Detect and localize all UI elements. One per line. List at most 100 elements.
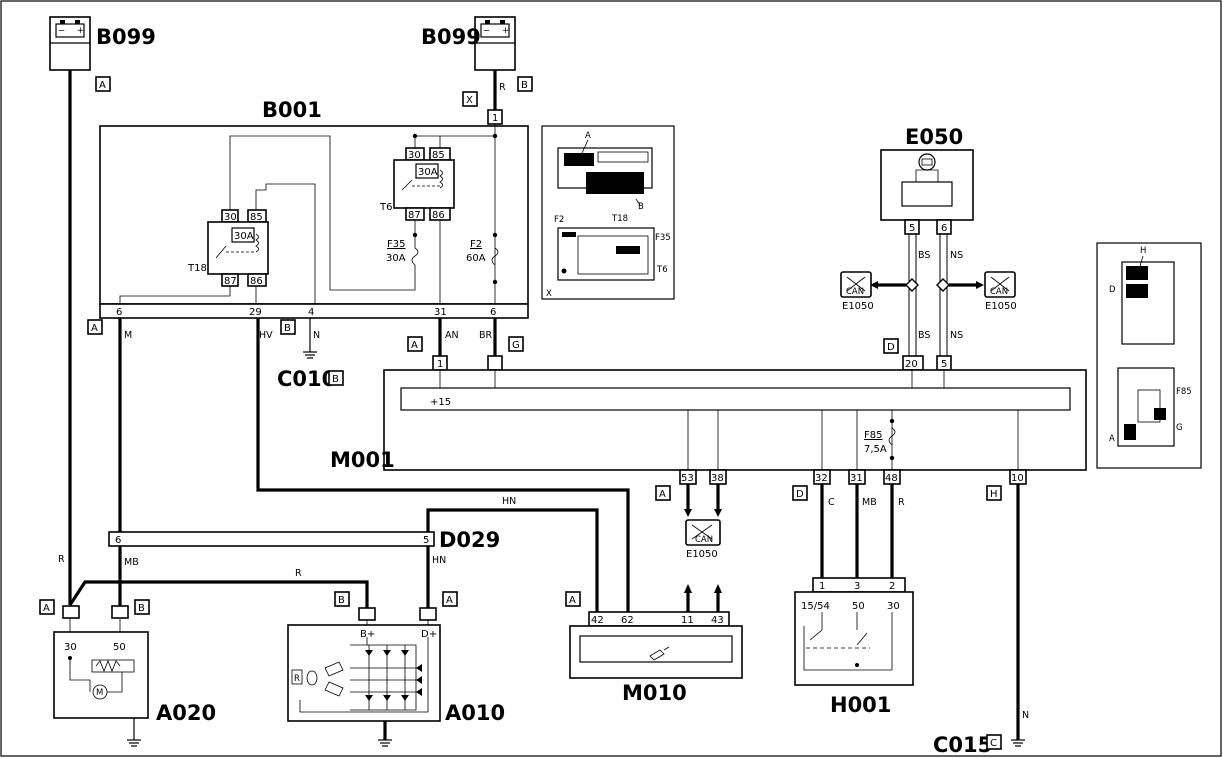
c015-label: C015	[933, 733, 992, 757]
svg-text:B: B	[638, 202, 644, 212]
svg-text:N: N	[1022, 710, 1029, 721]
svg-text:NS: NS	[950, 250, 963, 261]
fuse-box-b001: B001 1 30 85 30A 87 86 T6	[99, 98, 529, 305]
a020-label: A020	[156, 701, 216, 725]
instrument-e050: E050 5 6	[880, 125, 974, 235]
svg-text:5: 5	[423, 535, 429, 546]
svg-text:B: B	[338, 595, 345, 606]
svg-text:X: X	[546, 289, 552, 299]
svg-text:N: N	[313, 330, 320, 341]
svg-text:6: 6	[115, 535, 121, 546]
svg-text:A: A	[585, 131, 591, 141]
svg-text:30: 30	[408, 150, 421, 161]
svg-text:−: −	[58, 26, 65, 36]
svg-text:E1050: E1050	[842, 301, 874, 312]
engine-ecu-m010: 42 62 11 43 M010	[569, 611, 743, 705]
svg-text:6: 6	[116, 307, 122, 318]
svg-text:D+: D+	[421, 629, 437, 640]
svg-text:30: 30	[887, 601, 900, 612]
conn-a-b001	[87, 319, 103, 335]
svg-text:50: 50	[852, 601, 865, 612]
svg-text:2: 2	[889, 581, 895, 592]
svg-text:D: D	[887, 342, 895, 353]
svg-text:7,5A: 7,5A	[864, 444, 887, 455]
svg-text:G: G	[512, 340, 520, 351]
svg-text:1: 1	[819, 581, 825, 592]
conn-b-c010	[328, 370, 344, 386]
svg-text:29: 29	[249, 307, 262, 318]
svg-text:5: 5	[941, 359, 947, 370]
svg-text:+15: +15	[430, 397, 451, 408]
relay-t18-label: T18	[187, 263, 207, 274]
svg-text:HN: HN	[432, 555, 446, 566]
svg-text:38: 38	[711, 473, 724, 484]
svg-text:H: H	[1140, 246, 1146, 256]
conn-b-b001	[280, 319, 296, 335]
svg-text:10: 10	[1011, 473, 1024, 484]
svg-text:R: R	[58, 554, 65, 565]
conn-b-b099-text: B	[521, 80, 528, 91]
svg-text:−: −	[483, 26, 490, 36]
svg-text:R: R	[294, 674, 300, 684]
svg-text:D: D	[796, 489, 804, 500]
svg-text:53: 53	[681, 473, 694, 484]
svg-text:50: 50	[113, 642, 126, 653]
svg-text:A: A	[569, 595, 576, 606]
svg-text:C: C	[990, 738, 997, 749]
svg-text:B: B	[332, 374, 339, 385]
svg-text:11: 11	[681, 615, 694, 626]
h001-label: H001	[830, 693, 891, 717]
svg-text:A: A	[446, 595, 453, 606]
svg-text:BS: BS	[918, 250, 930, 261]
svg-text:31: 31	[434, 307, 447, 318]
inset-fusebox-location: A B T18 F2 F35 T6 X	[541, 125, 675, 300]
b001-pin-strip: 6 29 4 31 6	[99, 303, 529, 319]
svg-text:30: 30	[224, 212, 237, 223]
e050-label: E050	[905, 125, 963, 149]
can-node-right: CAN E1050	[984, 271, 1017, 312]
svg-text:86: 86	[250, 276, 263, 287]
svg-text:H: H	[990, 489, 998, 500]
junction-d029: 6 5 D029	[108, 528, 500, 552]
svg-text:CAN: CAN	[990, 287, 1008, 297]
svg-text:42: 42	[591, 615, 604, 626]
battery-b099-right: −+ B099	[421, 16, 516, 71]
svg-text:30A: 30A	[418, 167, 438, 178]
svg-text:5: 5	[909, 223, 915, 234]
svg-text:E1050: E1050	[686, 549, 718, 560]
conn-b-b099	[517, 76, 533, 92]
svg-text:30: 30	[64, 642, 77, 653]
svg-text:43: 43	[711, 615, 724, 626]
svg-text:30A: 30A	[234, 231, 254, 242]
svg-text:20: 20	[905, 359, 918, 370]
svg-text:A: A	[43, 603, 50, 614]
svg-text:MB: MB	[862, 497, 877, 508]
relay-t6-label: T6	[379, 202, 392, 213]
svg-text:A: A	[1109, 434, 1115, 444]
svg-text:A: A	[659, 489, 666, 500]
svg-text:HN: HN	[502, 496, 516, 507]
wire-r-label-1: R	[499, 82, 506, 93]
svg-text:MB: MB	[124, 557, 139, 568]
b001-label: B001	[262, 98, 322, 122]
svg-text:85: 85	[250, 212, 263, 223]
fuse-f85-label: F85	[864, 430, 882, 441]
svg-text:1: 1	[437, 359, 443, 370]
fuse-f35-label: F35	[387, 239, 405, 250]
d029-label: D029	[439, 528, 500, 552]
b001-pin-1: 1	[492, 113, 498, 124]
alternator-a010: B+ D+ R A010	[287, 620, 505, 725]
m001-label: M001	[330, 448, 395, 472]
svg-text:C: C	[828, 497, 835, 508]
svg-text:31: 31	[850, 473, 863, 484]
svg-text:B: B	[138, 603, 145, 614]
svg-text:E1050: E1050	[985, 301, 1017, 312]
svg-text:AN: AN	[445, 330, 459, 341]
svg-text:CAN: CAN	[695, 535, 713, 545]
can-node-left: CAN E1050	[840, 271, 874, 312]
svg-text:6: 6	[941, 223, 947, 234]
svg-text:NS: NS	[950, 330, 963, 341]
svg-text:F85: F85	[1176, 387, 1192, 397]
